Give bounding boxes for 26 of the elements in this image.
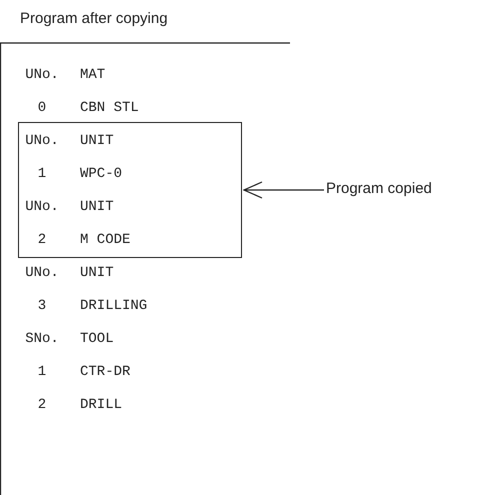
listing-entry: MAT — [80, 66, 106, 84]
listing-entry: DRILLING — [80, 297, 148, 315]
listing-entry: DRILL — [80, 396, 122, 414]
listing-number: SNo. — [24, 330, 60, 348]
arrow — [243, 181, 324, 199]
listing-entry: WPC-0 — [80, 165, 122, 183]
listing-number: UNo. — [24, 198, 60, 216]
callout-text: Program copied — [326, 180, 432, 198]
listing-number: 0 — [36, 99, 48, 117]
listing-number: UNo. — [24, 132, 60, 150]
listing-number: 1 — [36, 165, 48, 183]
listing-title: Program after copying — [20, 10, 168, 28]
listing-number: 3 — [36, 297, 48, 315]
listing-entry: TOOL — [80, 330, 114, 348]
highlight-box — [18, 122, 242, 258]
listing-entry: UNIT — [80, 264, 114, 282]
listing-number: UNo. — [24, 264, 60, 282]
listing-entry: M CODE — [80, 231, 130, 249]
listing-number: 2 — [36, 231, 48, 249]
listing-number: 2 — [36, 396, 48, 414]
listing-entry: UNIT — [80, 132, 114, 150]
listing-entry: CTR-DR — [80, 363, 130, 381]
listing-number: 1 — [36, 363, 48, 381]
listing-entry: CBN STL — [80, 99, 139, 117]
listing-entry: UNIT — [80, 198, 114, 216]
listing-number: UNo. — [24, 66, 60, 84]
